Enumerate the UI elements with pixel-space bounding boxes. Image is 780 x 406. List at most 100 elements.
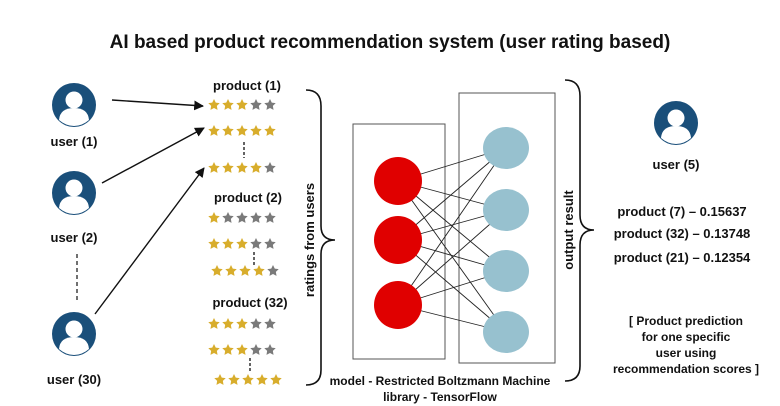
user-30: user (30): [47, 312, 101, 387]
model-caption: model - Restricted Boltzmann Machine: [330, 374, 551, 388]
star-icon: [250, 162, 262, 173]
star-rating-row: [208, 125, 276, 136]
output-brace: [564, 79, 595, 382]
note-line: [ Product prediction: [629, 314, 743, 328]
star-icon: [208, 99, 220, 110]
visible-layer-box: [352, 123, 446, 360]
user-label: user (2): [51, 230, 98, 245]
star-icon: [208, 125, 220, 136]
ratings-from-users-label: ratings from users: [302, 183, 317, 297]
rbm-edge: [397, 147, 507, 306]
star-icon: [267, 265, 279, 276]
star-icon: [250, 238, 262, 249]
star-icon: [264, 238, 276, 249]
arrow-user30-product: [94, 167, 205, 315]
star-icon: [236, 99, 248, 110]
product-label: product (2): [214, 190, 282, 205]
arrow-user1-product: [111, 99, 204, 111]
star-icon: [222, 318, 234, 329]
note-line: user using: [656, 346, 717, 360]
star-rating-row: [208, 162, 276, 173]
library-caption: library - TensorFlow: [383, 390, 497, 404]
result-item: product (32) – 0.13748: [614, 226, 751, 241]
star-icon: [250, 318, 262, 329]
star-icon: [239, 265, 251, 276]
hidden-node: [483, 189, 529, 231]
star-icon: [264, 318, 276, 329]
hidden-node: [483, 250, 529, 292]
user-label: user (30): [47, 372, 101, 387]
star-rating-row: [208, 99, 276, 110]
user-avatar-icon: [52, 312, 96, 356]
result-item: product (7) – 0.15637: [617, 204, 746, 219]
star-icon: [236, 162, 248, 173]
star-icon: [208, 318, 220, 329]
note-line: recommendation scores ]: [613, 362, 759, 376]
star-icon: [270, 374, 282, 385]
note-line: for one specific: [642, 330, 731, 344]
star-icon: [256, 374, 268, 385]
star-icon: [214, 374, 226, 385]
hidden-nodes: [483, 127, 529, 353]
user-avatar-icon: [52, 83, 96, 127]
user-label: user (1): [51, 134, 98, 149]
visible-nodes: [374, 157, 422, 329]
star-icon: [222, 238, 234, 249]
star-icon: [253, 265, 265, 276]
star-icon: [236, 125, 248, 136]
star-icon: [208, 238, 220, 249]
diagram-title: AI based product recommendation system (…: [110, 32, 671, 53]
star-rating-row: [208, 238, 276, 249]
user-2: user (2): [51, 171, 98, 245]
ratings-brace: [305, 89, 336, 386]
visible-node: [374, 216, 422, 264]
star-icon: [236, 212, 248, 223]
visible-node: [374, 281, 422, 329]
star-icon: [264, 344, 276, 355]
star-icon: [236, 344, 248, 355]
product-label: product (32): [212, 295, 287, 310]
output-result-label: output result: [561, 190, 576, 270]
star-rating-row: [211, 265, 279, 276]
visible-node: [374, 157, 422, 205]
star-rating-row: [208, 344, 276, 355]
star-icon: [250, 99, 262, 110]
star-icon: [225, 265, 237, 276]
hidden-node: [483, 127, 529, 169]
target-user-label: user (5): [653, 157, 700, 172]
arrow-user2-product: [101, 127, 205, 184]
user-avatar-icon: [654, 101, 698, 145]
star-icon: [222, 99, 234, 110]
star-icon: [264, 162, 276, 173]
star-icon: [208, 212, 220, 223]
product-label: product (1): [213, 78, 281, 93]
star-icon: [236, 318, 248, 329]
star-icon: [250, 125, 262, 136]
star-rating-row: [208, 212, 276, 223]
star-icon: [222, 125, 234, 136]
result-item: product (21) – 0.12354: [614, 250, 751, 265]
star-rating-row: [208, 318, 276, 329]
star-icon: [242, 374, 254, 385]
star-icon: [222, 344, 234, 355]
star-icon: [250, 212, 262, 223]
star-icon: [264, 125, 276, 136]
target-user: user (5): [653, 101, 700, 172]
star-icon: [208, 344, 220, 355]
star-icon: [236, 238, 248, 249]
star-icon: [211, 265, 223, 276]
star-icon: [222, 162, 234, 173]
star-rating-row: [214, 374, 282, 385]
star-icon: [264, 212, 276, 223]
rbm-edge: [397, 180, 507, 333]
star-icon: [228, 374, 240, 385]
hidden-node: [483, 311, 529, 353]
star-icon: [208, 162, 220, 173]
hidden-layer-box: [458, 92, 556, 364]
user-avatar-icon: [52, 171, 96, 215]
star-icon: [264, 99, 276, 110]
user-1: user (1): [51, 83, 98, 149]
star-icon: [250, 344, 262, 355]
star-icon: [222, 212, 234, 223]
